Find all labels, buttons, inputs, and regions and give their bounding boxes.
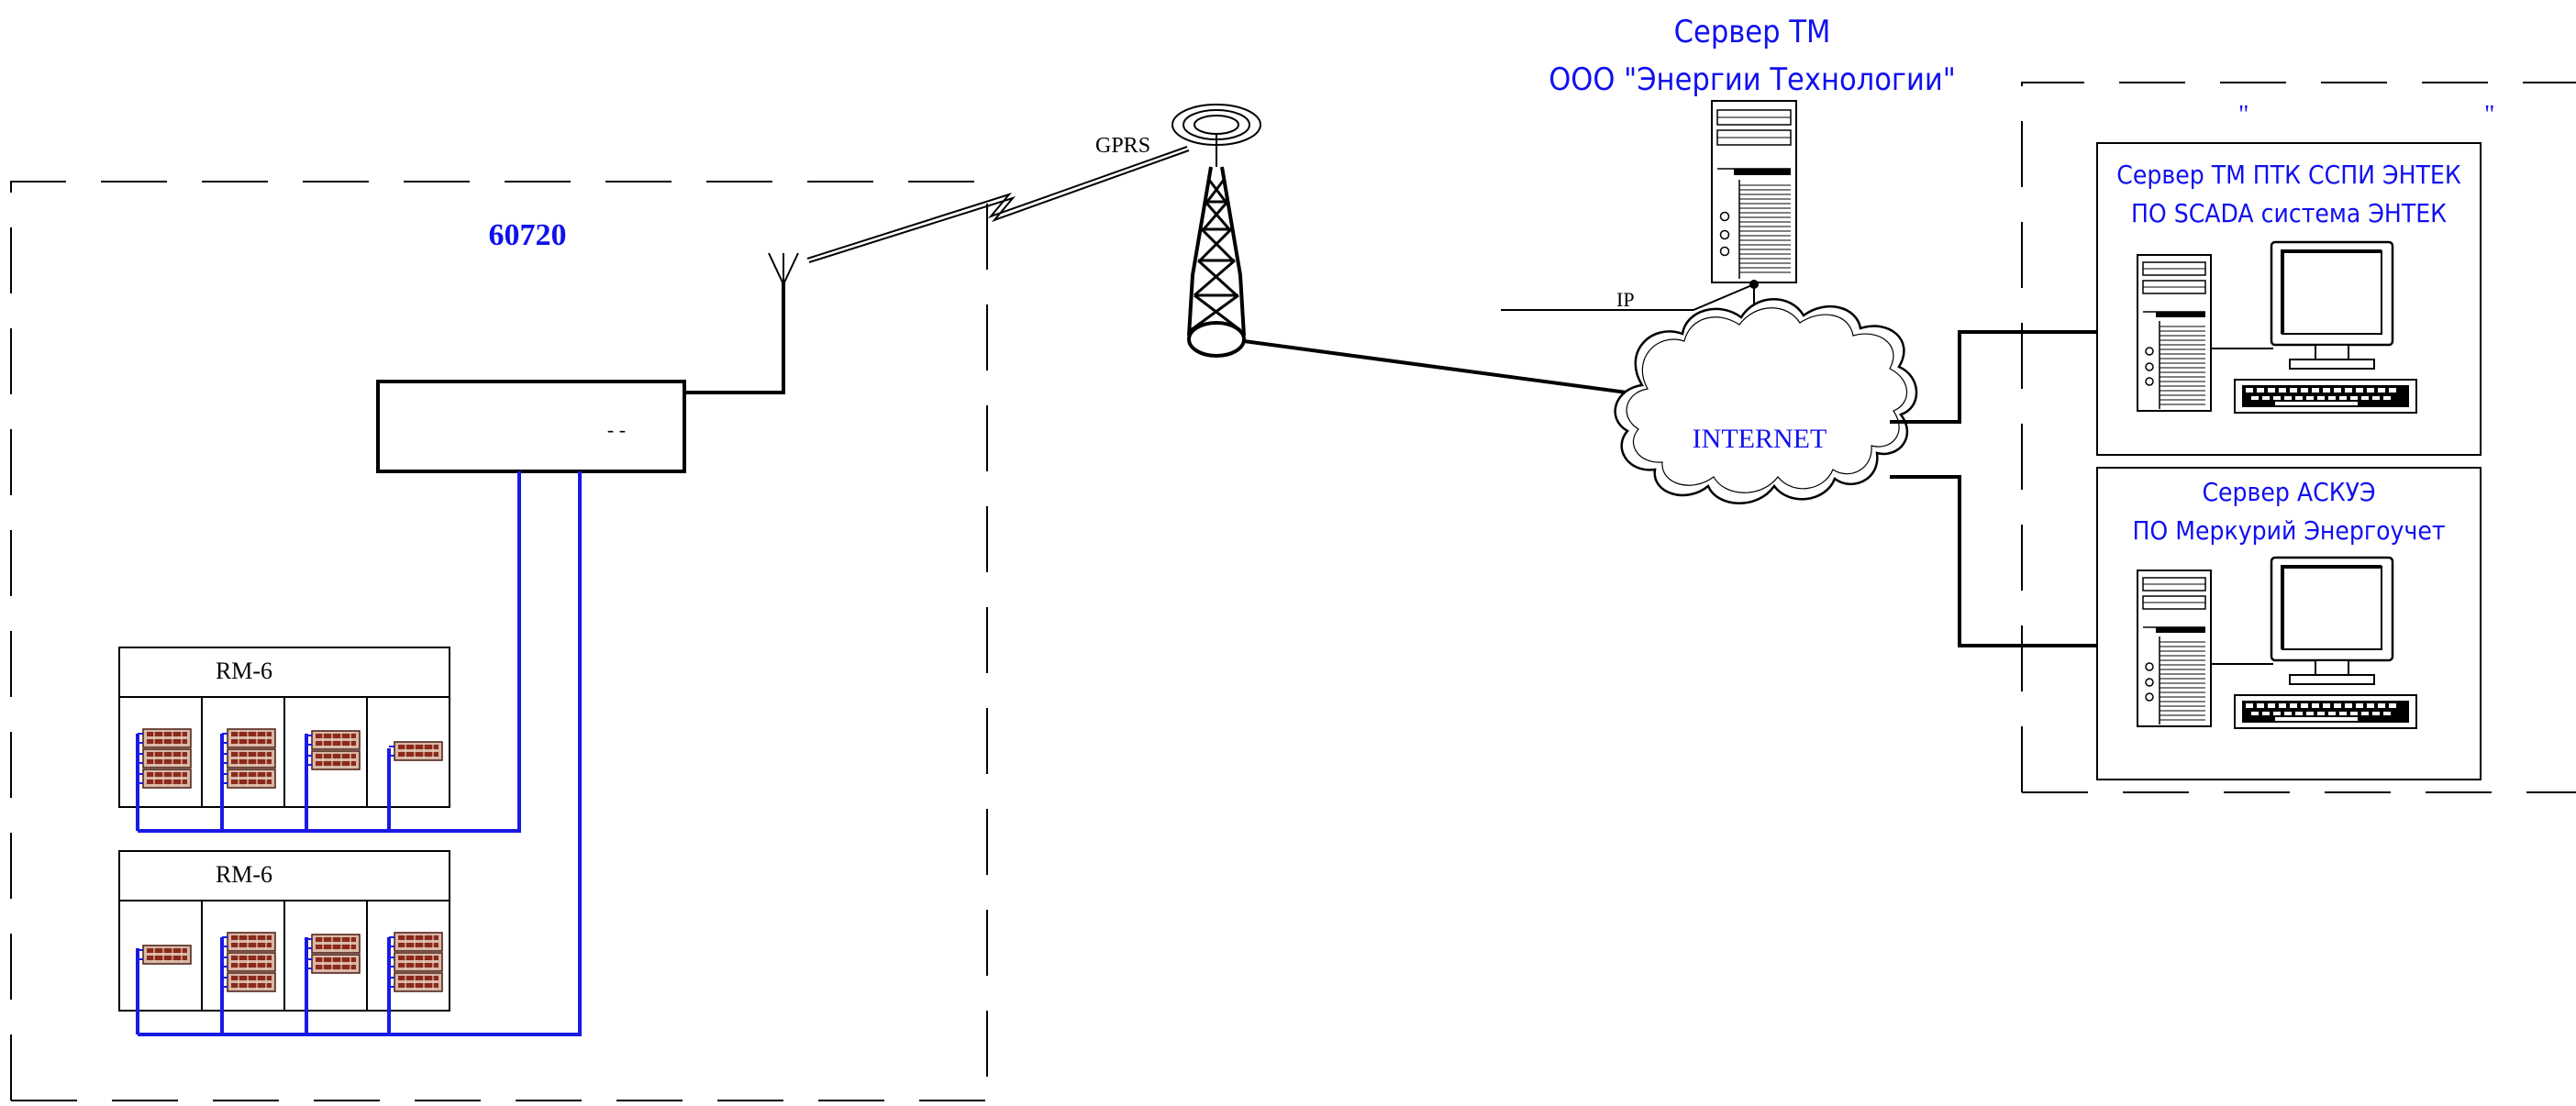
tower-internet-link xyxy=(1243,339,1641,396)
energy-meter-icon xyxy=(389,741,443,761)
ip-label: IP xyxy=(1616,288,1635,311)
ip-leader xyxy=(1501,283,1755,311)
workstation-icon xyxy=(2136,556,2418,730)
energy-meter-icon xyxy=(306,954,361,974)
tm-server-company: ООО "Энергии Технологии" xyxy=(1549,61,1956,98)
link-scada xyxy=(1890,330,2137,424)
radio-link xyxy=(806,146,1190,263)
gprs-label: GPRS xyxy=(1095,134,1150,158)
internet-label: INTERNET xyxy=(1693,424,1827,454)
workstation-icon xyxy=(2136,240,2418,415)
energy-meter-icon xyxy=(222,952,276,972)
antenna-icon xyxy=(684,252,799,394)
energy-meter-icon xyxy=(138,748,192,769)
rm-block-label: RM-6 xyxy=(216,861,272,888)
energy-meter-icon xyxy=(389,972,443,992)
askue-server-panel: Сервер АСКУЭ ПО Меркурий Энергоучет xyxy=(2096,467,2482,780)
energy-meter-icon xyxy=(138,769,192,789)
energy-meter-icon xyxy=(306,934,361,954)
link-askue xyxy=(1890,475,2137,647)
energy-meter-icon xyxy=(138,945,192,965)
askue-server-software: ПО Меркурий Энергоучет xyxy=(2132,515,2445,546)
scada-server-software: ПО SCADA система ЭНТЕК xyxy=(2131,198,2447,228)
control-center-boundary xyxy=(2021,82,2576,793)
energy-meter-icon xyxy=(306,750,361,770)
energy-meter-icon xyxy=(222,769,276,789)
rm-block-label: RM-6 xyxy=(216,658,272,684)
rm-block: RM-6 xyxy=(118,647,450,808)
rs485-bus xyxy=(136,471,582,1036)
site-number: 60720 xyxy=(489,218,567,252)
gprs-modem: - - xyxy=(376,380,686,473)
energy-meter-icon xyxy=(389,952,443,972)
modem-label: - - xyxy=(607,418,626,441)
control-center-quote-right: " xyxy=(2484,101,2494,129)
scada-server-panel: Сервер ТМ ПТК ССПИ ЭНТЕК ПО SCADA систем… xyxy=(2096,142,2482,456)
energy-meter-icon xyxy=(222,728,276,748)
tm-server-title: Сервер ТМ xyxy=(1674,14,1831,50)
control-center-quote-left: " xyxy=(2238,101,2248,129)
tm-server-tower-icon xyxy=(1711,100,1797,283)
scada-server-title: Сервер ТМ ПТК ССПИ ЭНТЕК xyxy=(2116,160,2461,190)
rm-blocks: RM-6 RM-6 xyxy=(118,647,450,1012)
askue-server-title: Сервер АСКУЭ xyxy=(2202,477,2375,507)
rm-block: RM-6 xyxy=(118,850,450,1012)
site-boundary xyxy=(10,181,988,1101)
energy-meter-icon xyxy=(389,932,443,952)
cell-tower-icon xyxy=(1171,104,1261,358)
energy-meter-icon xyxy=(222,932,276,952)
internet-cloud-icon xyxy=(1614,298,1918,504)
energy-meter-icon xyxy=(138,728,192,748)
energy-meter-icon xyxy=(222,972,276,992)
energy-meter-icon xyxy=(222,748,276,769)
energy-meter-icon xyxy=(306,730,361,750)
